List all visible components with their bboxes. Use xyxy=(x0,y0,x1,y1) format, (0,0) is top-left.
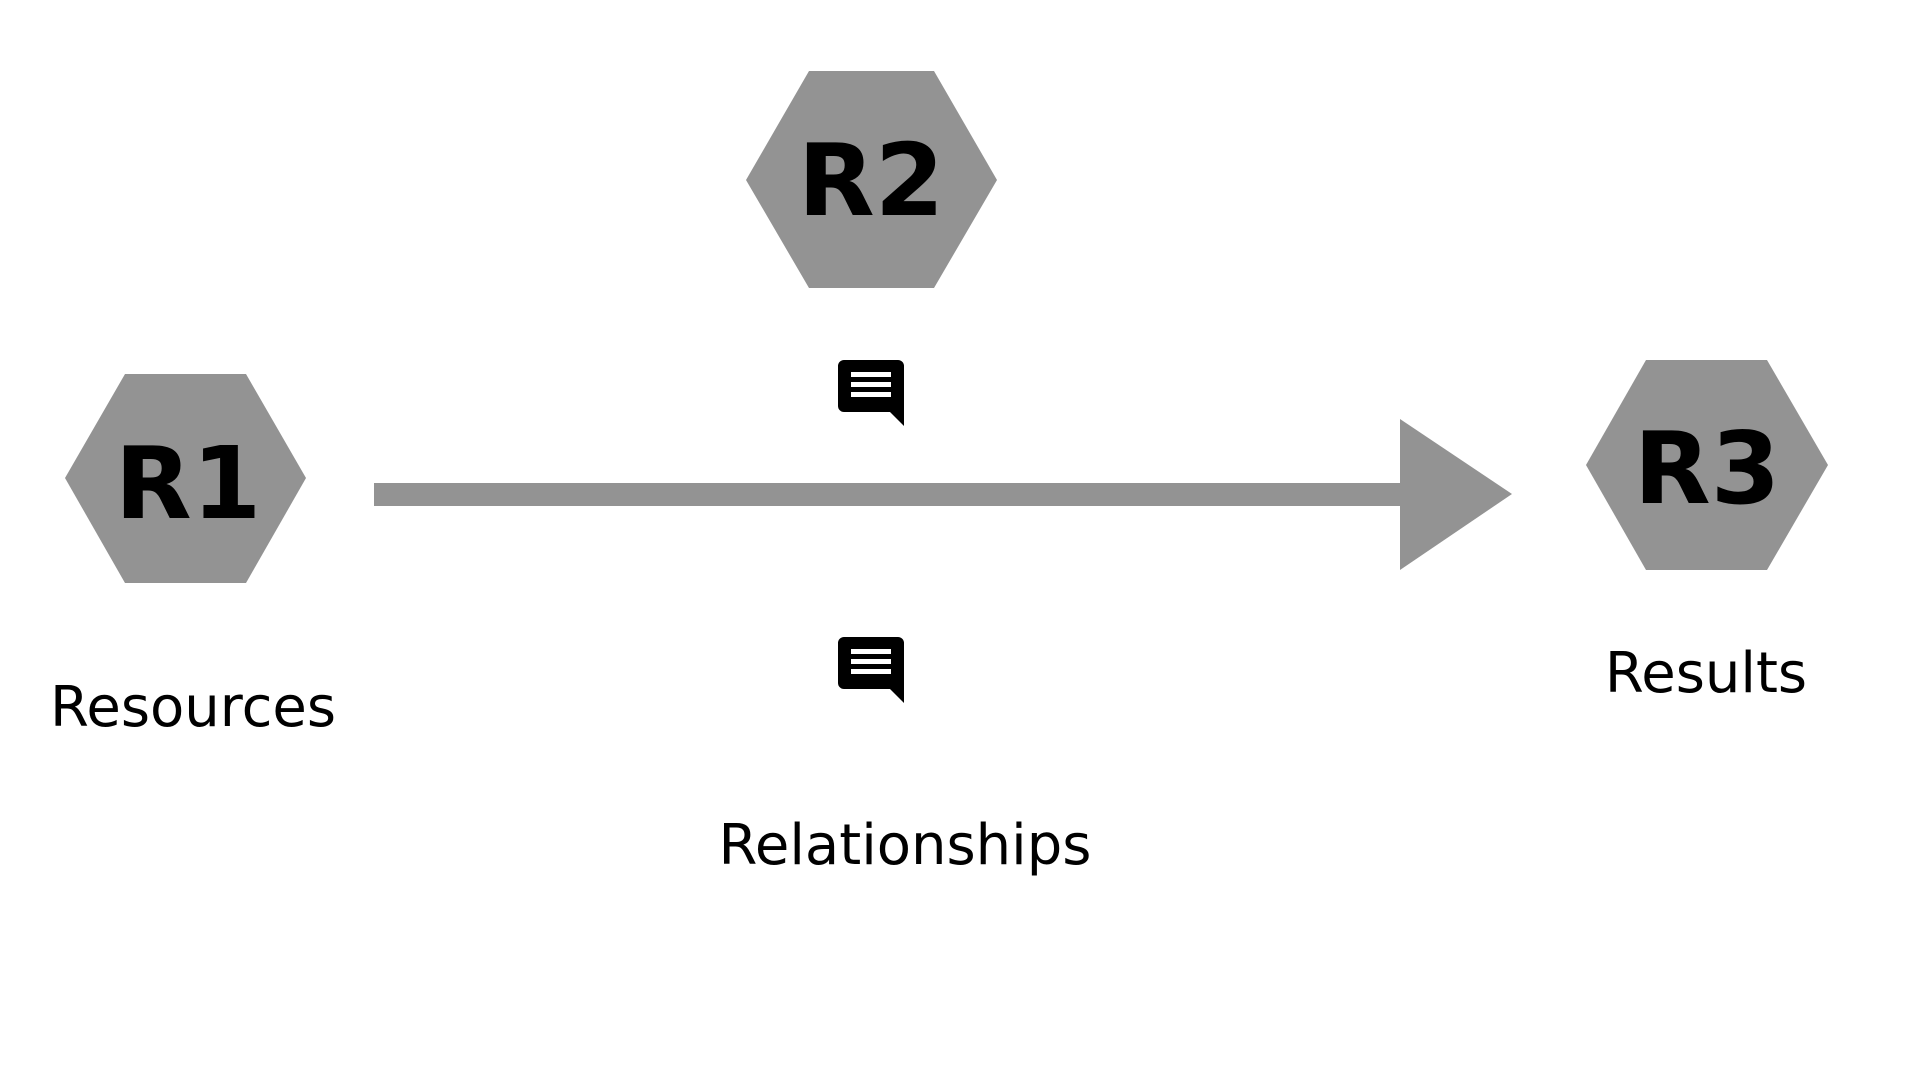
hexagon-r3 xyxy=(1586,360,1828,570)
hexagon-r2 xyxy=(746,71,997,288)
node-r3-label: R3 xyxy=(1634,410,1781,527)
node-r3: R3 xyxy=(1586,360,1828,570)
node-r2-label: R2 xyxy=(798,122,945,239)
arrow-shaft xyxy=(374,483,1404,506)
node-r1-caption: Resources xyxy=(50,675,336,740)
node-r1-label: R1 xyxy=(115,425,262,542)
arrow-connector xyxy=(374,419,1512,570)
comment-icon xyxy=(838,360,904,426)
node-r3-caption: Results xyxy=(1605,641,1807,706)
node-r2: R2 xyxy=(746,71,997,288)
arrow-head xyxy=(1400,419,1512,570)
hexagon-r1 xyxy=(65,374,306,583)
node-r2-caption: Relationships xyxy=(719,813,1092,878)
node-r1: R1 xyxy=(65,374,306,583)
comment-icon xyxy=(838,637,904,703)
